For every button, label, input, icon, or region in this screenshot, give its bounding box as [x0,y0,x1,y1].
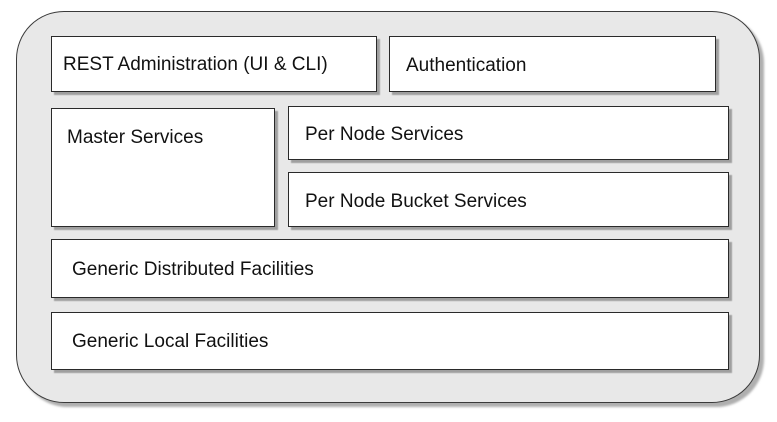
master-services-label: Master Services [67,127,204,148]
generic-distributed-facilities-box: Generic Distributed Facilities [51,239,729,298]
rest-administration-box: REST Administration (UI & CLI) [51,36,377,92]
per-node-bucket-services-box: Per Node Bucket Services [288,172,729,227]
generic-distributed-facilities-label: Generic Distributed Facilities [72,259,314,280]
generic-local-facilities-box: Generic Local Facilities [51,312,729,370]
authentication-box: Authentication [389,36,716,92]
master-services-box: Master Services [51,108,275,227]
rest-administration-label: REST Administration (UI & CLI) [63,54,328,75]
per-node-bucket-services-label: Per Node Bucket Services [305,191,527,212]
generic-local-facilities-label: Generic Local Facilities [72,331,269,352]
authentication-label: Authentication [406,55,527,76]
per-node-services-box: Per Node Services [288,106,729,160]
per-node-services-label: Per Node Services [305,124,464,145]
